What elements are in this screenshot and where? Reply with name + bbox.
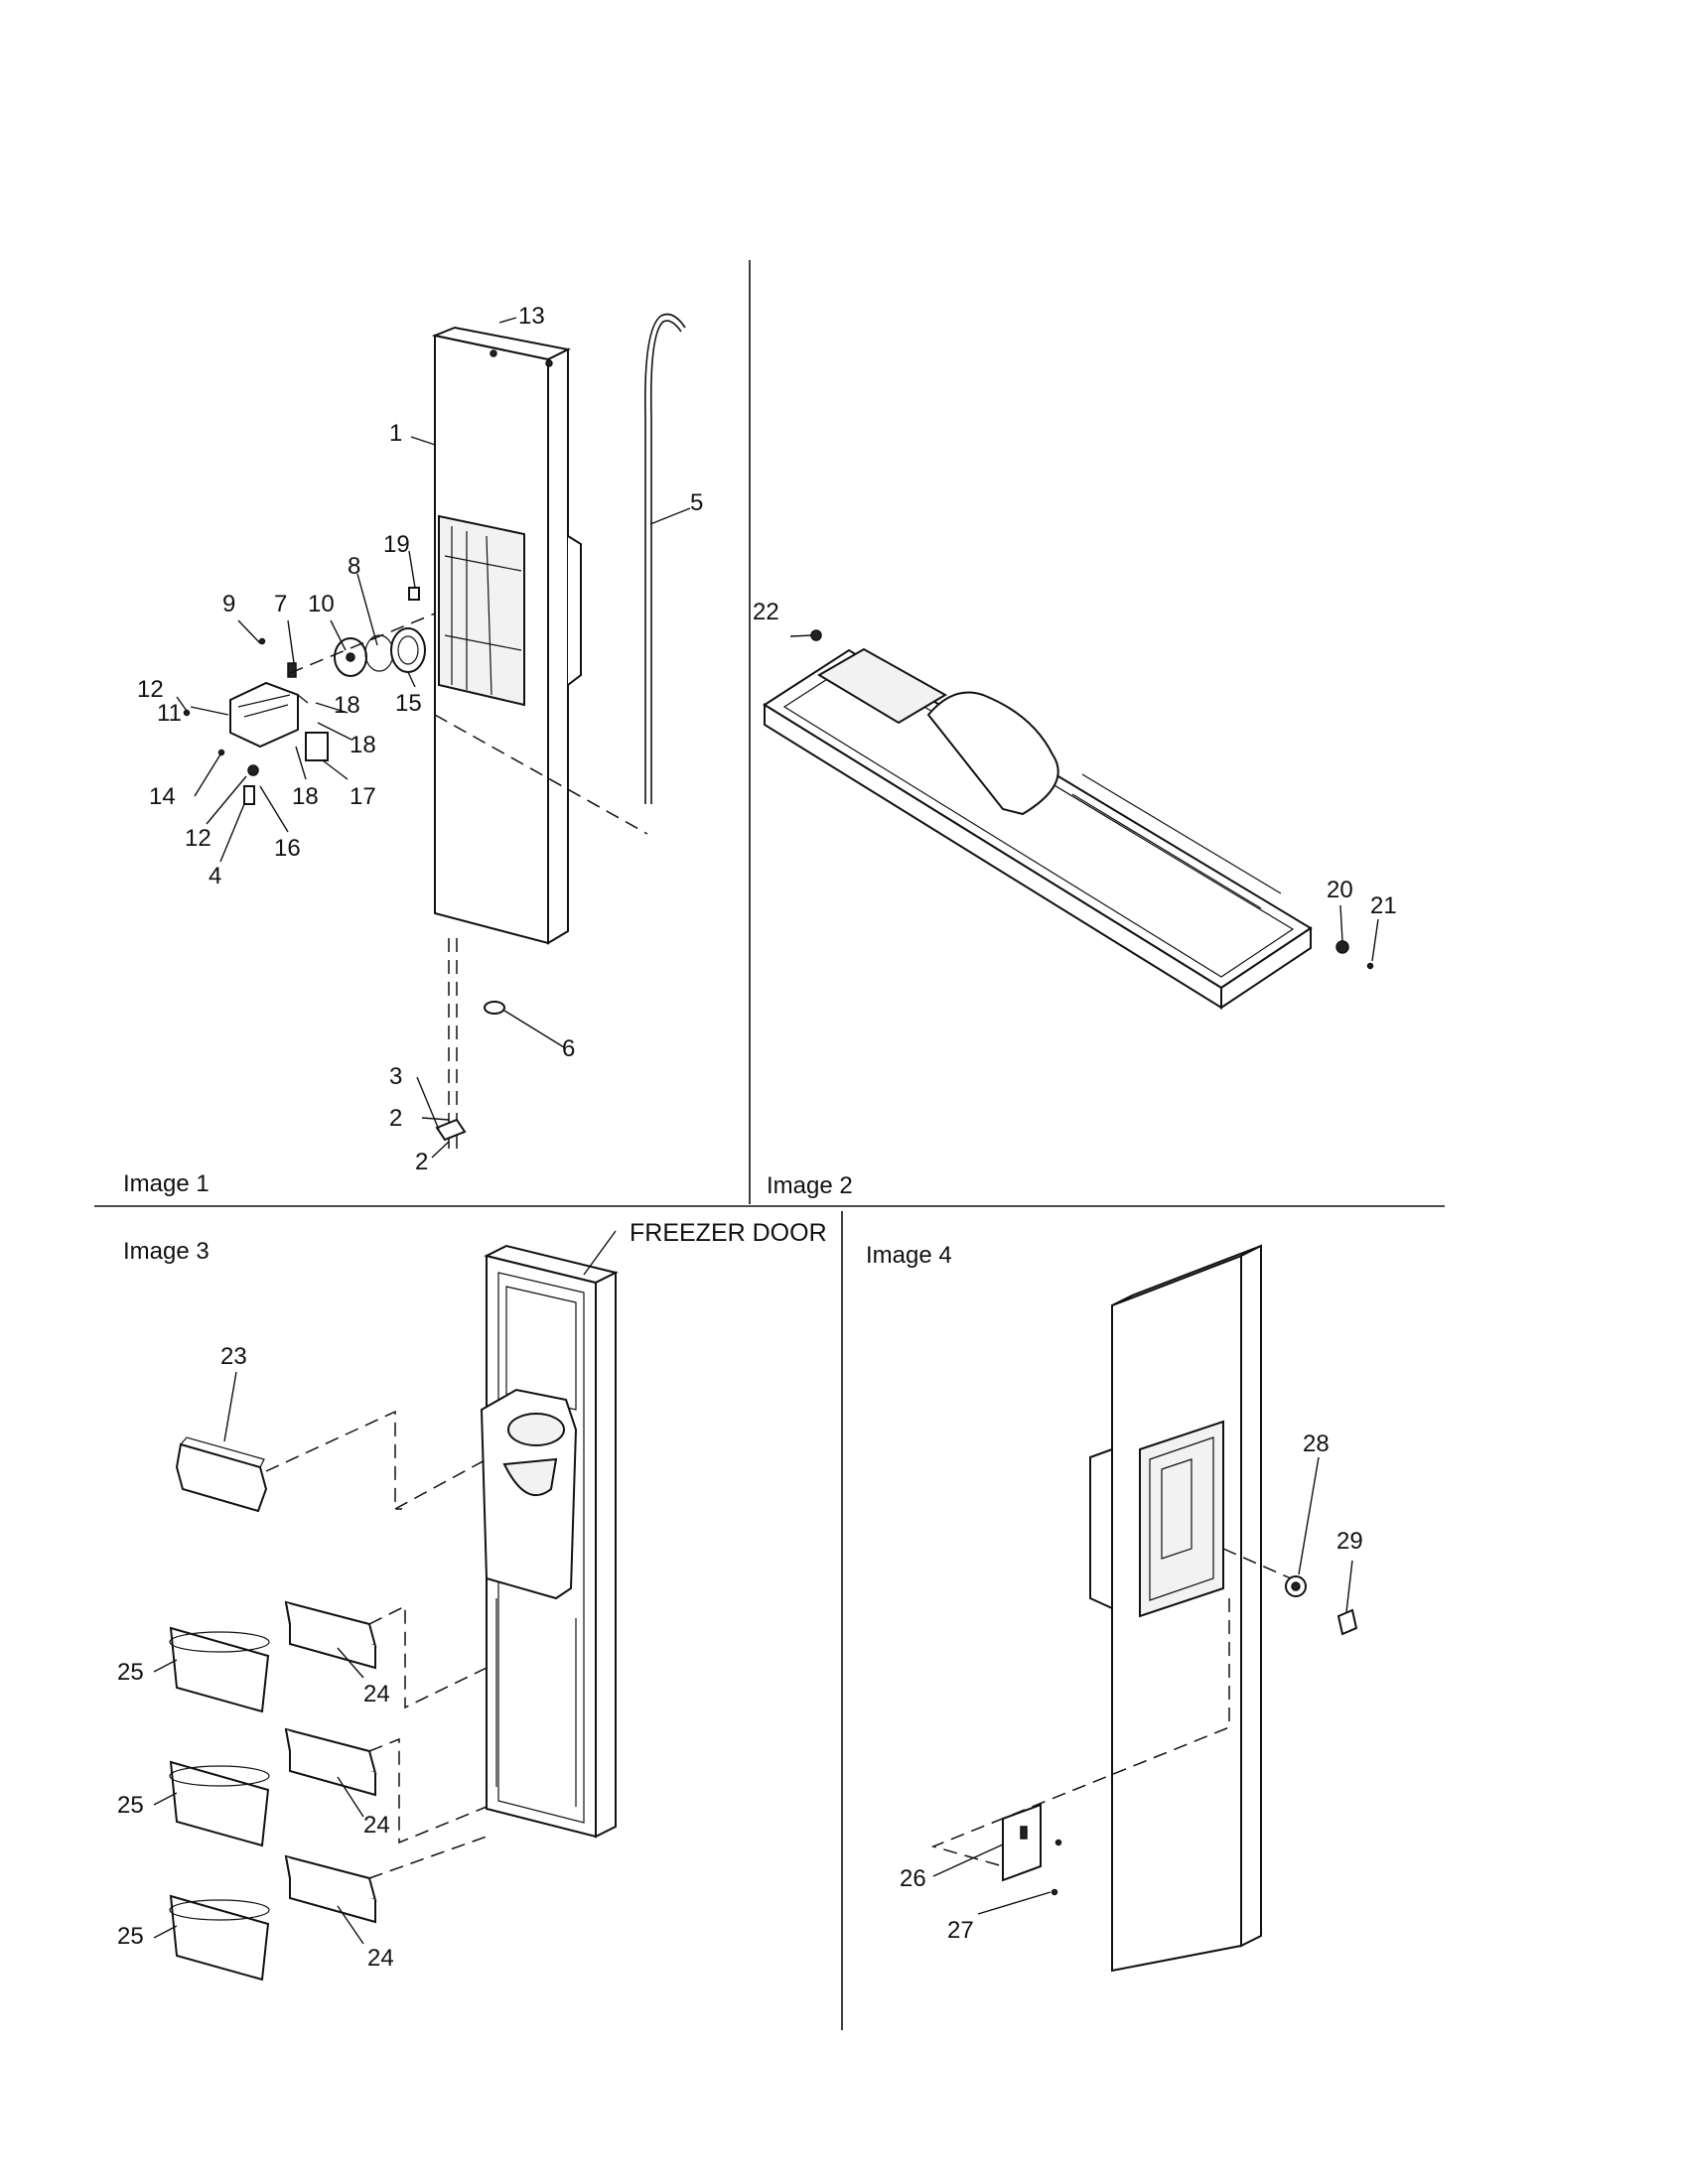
panel-label-image1: Image 1 — [123, 1170, 210, 1197]
callout-2a: 2 — [389, 1105, 402, 1132]
callout-13: 13 — [518, 303, 545, 330]
callout-22: 22 — [753, 599, 779, 625]
callout-15: 15 — [395, 690, 422, 717]
callout-17: 17 — [350, 783, 376, 810]
panel-label-image2: Image 2 — [767, 1172, 853, 1199]
callout-12b: 12 — [185, 825, 211, 852]
callout-4: 4 — [209, 863, 221, 889]
callout-18a: 18 — [334, 692, 360, 719]
callout-14: 14 — [149, 783, 176, 810]
image4-door — [930, 1244, 1358, 1973]
callout-18b: 18 — [350, 732, 376, 758]
panel-dividers — [94, 260, 1445, 2030]
callout-24a: 24 — [363, 1681, 390, 1707]
callout-11: 11 — [157, 700, 182, 727]
callout-25b: 25 — [117, 1792, 144, 1819]
callout-3: 3 — [389, 1063, 402, 1090]
callout-28: 28 — [1303, 1431, 1330, 1457]
callout-1: 1 — [389, 420, 402, 447]
callout-25a: 25 — [117, 1659, 144, 1686]
callout-25c: 25 — [117, 1923, 144, 1950]
callout-2b: 2 — [415, 1149, 428, 1175]
freezer-door-note: FREEZER DOOR — [630, 1219, 827, 1247]
image2-cover — [763, 629, 1374, 1010]
image3-bins — [169, 1410, 488, 1981]
callout-numbers: 13 1 5 19 8 10 7 9 12 11 18 18 15 14 12 … — [117, 303, 1397, 1972]
panel-labels: Image 1 Image 2 Image 3 Image 4 — [123, 1170, 952, 1269]
callout-19: 19 — [383, 531, 410, 558]
callout-7: 7 — [274, 591, 287, 617]
callout-9: 9 — [222, 591, 235, 617]
panel-label-image4: Image 4 — [866, 1242, 952, 1269]
callout-23: 23 — [220, 1343, 247, 1370]
callout-20: 20 — [1327, 877, 1353, 903]
panel-label-image3: Image 3 — [123, 1238, 210, 1265]
callout-10: 10 — [308, 591, 335, 617]
callout-16: 16 — [274, 835, 301, 862]
callout-21: 21 — [1370, 892, 1397, 919]
callout-27: 27 — [947, 1917, 974, 1944]
callout-8: 8 — [348, 553, 360, 580]
callout-24c: 24 — [367, 1945, 394, 1972]
callout-26: 26 — [900, 1865, 926, 1892]
image1-tube — [644, 313, 686, 804]
callout-24b: 24 — [363, 1812, 390, 1839]
leader-lines — [153, 317, 1379, 1945]
callout-6: 6 — [562, 1035, 575, 1062]
image1-dispenser-parts — [183, 587, 648, 1152]
callout-5: 5 — [690, 489, 703, 516]
image1-door — [431, 326, 582, 945]
image3-freezer-door — [480, 1244, 619, 1839]
callout-12a: 12 — [137, 676, 164, 703]
callout-29: 29 — [1336, 1528, 1363, 1555]
callout-18c: 18 — [292, 783, 319, 810]
